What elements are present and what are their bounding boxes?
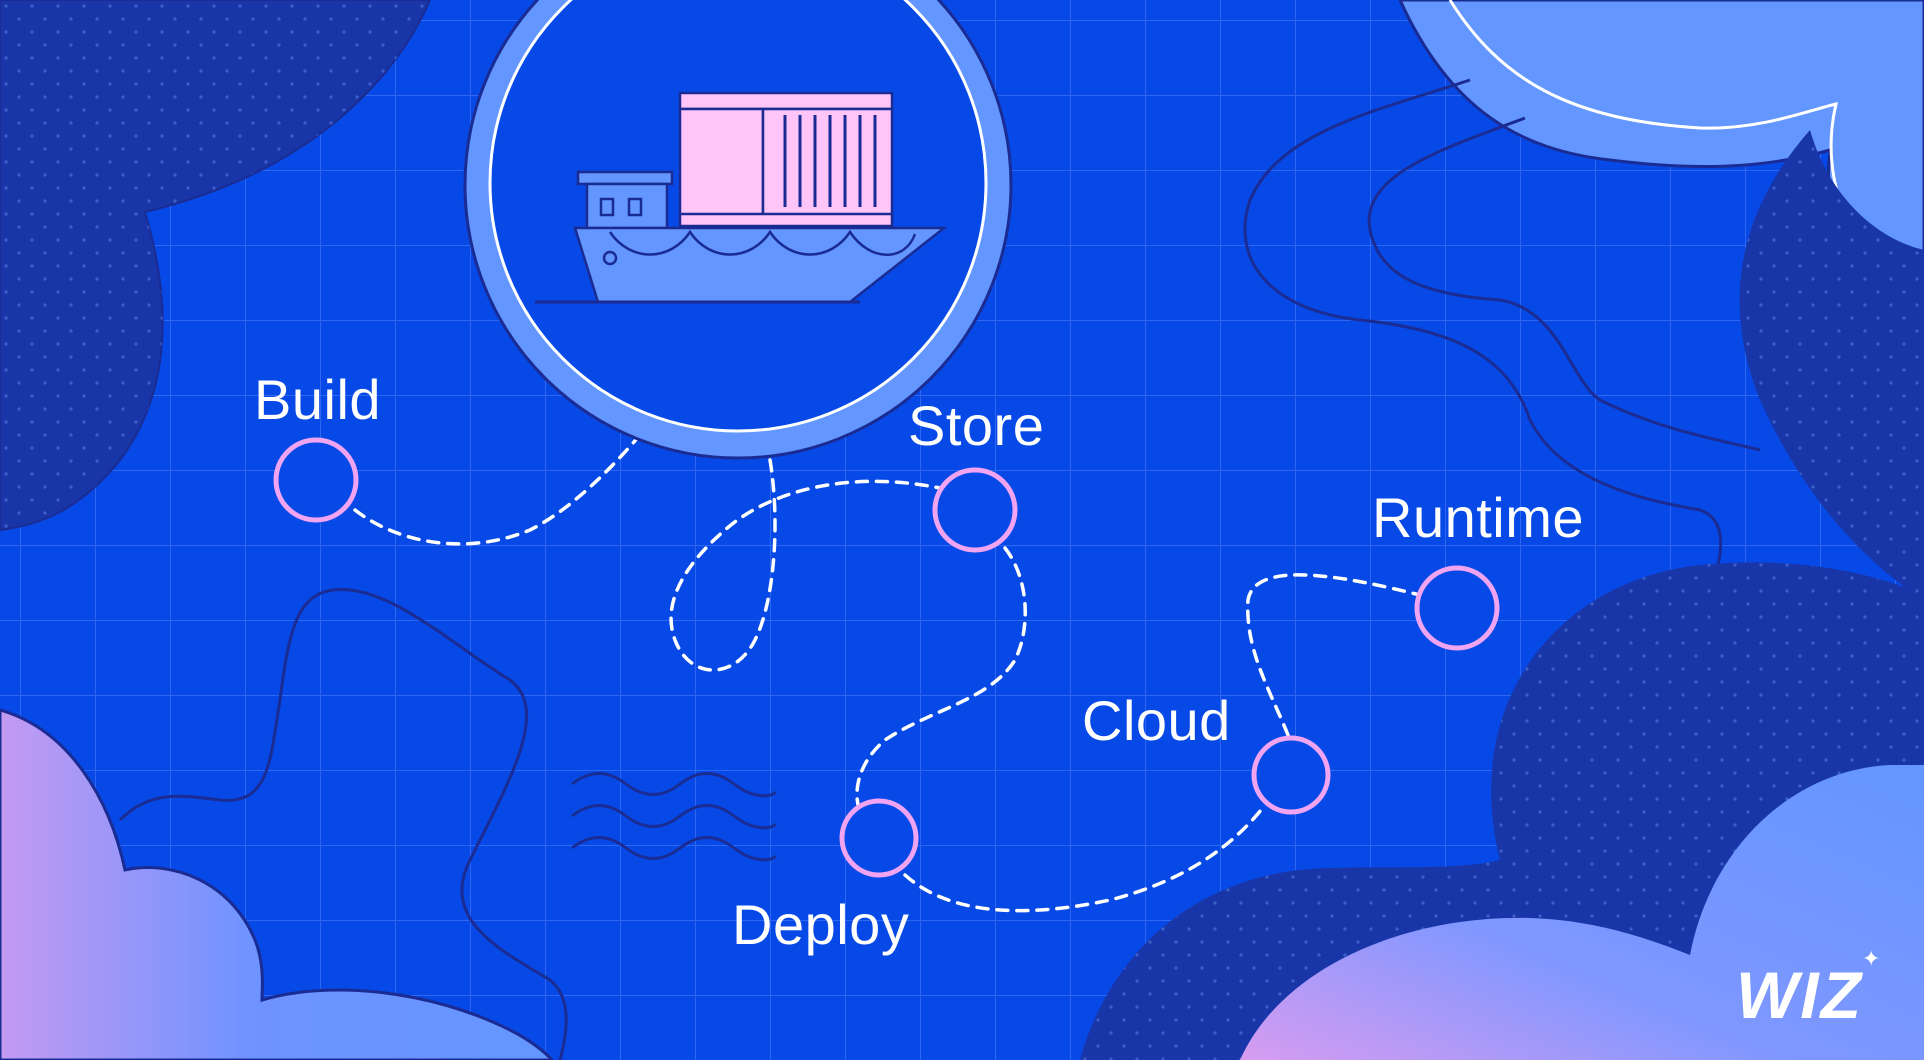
runtime-node-icon [1414, 565, 1500, 651]
deploy-node-icon [839, 798, 919, 878]
store-node-icon [932, 467, 1018, 553]
bottom-left-outline-shape [118, 588, 568, 1060]
runtime-label: Runtime [1372, 486, 1585, 549]
store-label: Store [908, 394, 1045, 457]
sparkle-icon: ✦ [1862, 946, 1881, 971]
journey-path [353, 433, 1422, 913]
waves-icon [571, 772, 778, 862]
top-right-wave-lines [1243, 78, 1761, 576]
cloud-node-icon [1251, 735, 1331, 815]
build-node-icon [273, 437, 359, 523]
top-left-blob [0, 0, 432, 532]
bottom-right-cloud [1240, 765, 1924, 1060]
right-dark-blob [1739, 130, 1924, 600]
build-label: Build [254, 368, 382, 431]
deploy-label: Deploy [732, 893, 910, 956]
bottom-left-cloud [0, 708, 554, 1060]
container-ship-icon [463, 0, 1013, 460]
wiz-logo: WIZ [1736, 958, 1863, 1032]
cloud-label: Cloud [1082, 689, 1231, 752]
